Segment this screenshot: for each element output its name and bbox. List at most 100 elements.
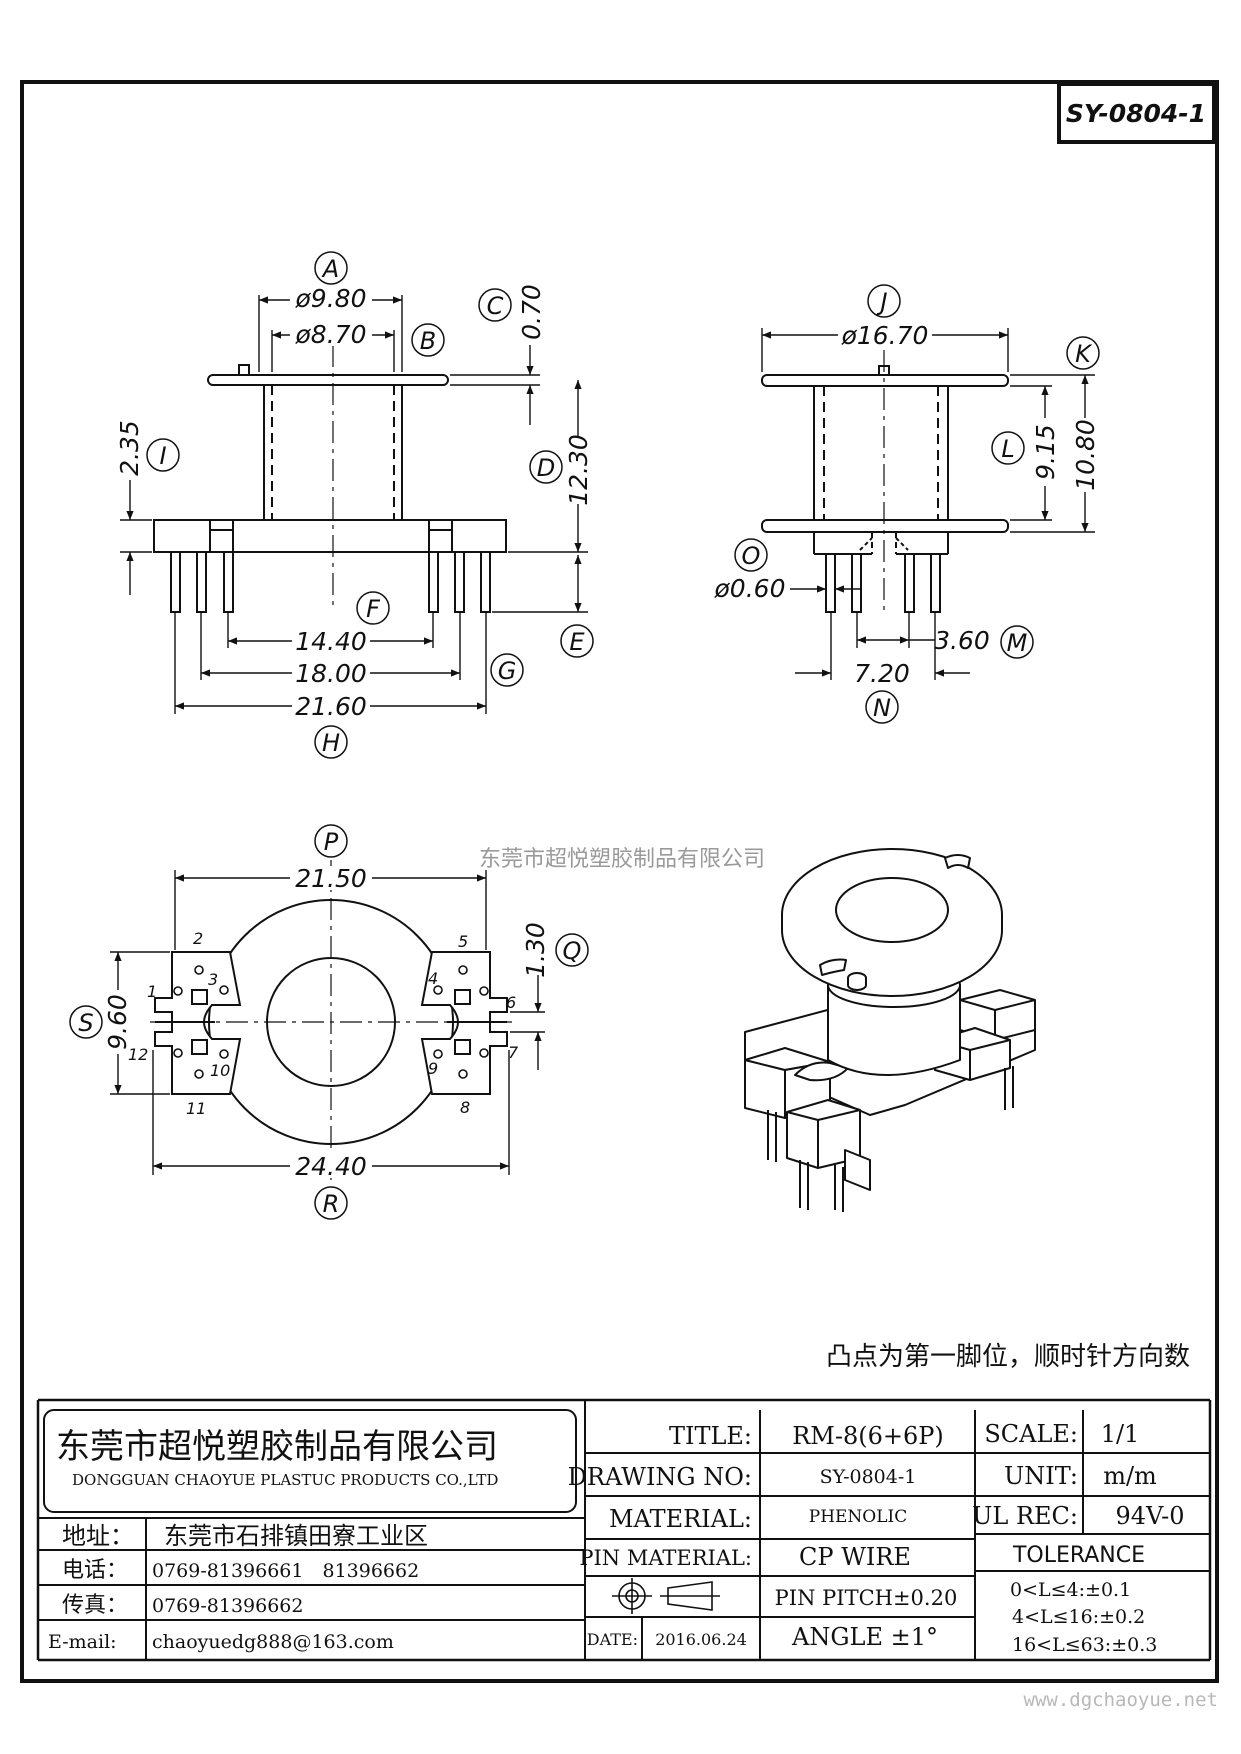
callout-A: A xyxy=(321,255,339,283)
dim-8-70: ø8.70 xyxy=(295,320,367,349)
pin-6: 6 xyxy=(506,993,516,1012)
pin-2: 2 xyxy=(193,929,203,948)
dim-14-40: 14.40 xyxy=(295,627,367,656)
company-name-cn: 东莞市超悦塑胶制品有限公司 xyxy=(56,1427,498,1467)
callout-C: C xyxy=(487,292,504,320)
date-value: 2016.06.24 xyxy=(655,1630,747,1649)
ul-rec-label: UL REC: xyxy=(972,1502,1078,1530)
code-box xyxy=(1057,82,1216,144)
isometric-view xyxy=(744,848,1036,1212)
drawing-no-label: DRAWING NO: xyxy=(568,1463,752,1491)
title-label: TITLE: xyxy=(669,1422,752,1450)
callout-E: E xyxy=(569,628,585,656)
email-label: E-mail: xyxy=(48,1631,117,1653)
callout-R: R xyxy=(323,1190,340,1218)
pin-numbering-note: 凸点为第一脚位，顺时针方向数 xyxy=(826,1342,1190,1372)
fax-label: 传真： xyxy=(62,1593,128,1618)
dim-10-80: 10.80 xyxy=(1071,419,1100,491)
bottom-view-dim-text: 21.50 1.30 9.60 24.40 xyxy=(103,864,550,1181)
pin-holes xyxy=(173,965,489,1079)
dim-24-40: 24.40 xyxy=(295,1152,367,1181)
front-view-dims xyxy=(761,328,1095,680)
watermark: 东莞市超悦塑胶制品有限公司 xyxy=(479,847,765,872)
website-url: www.dgchaoyue.net xyxy=(1024,1689,1218,1711)
angle-tolerance: ANGLE ±1° xyxy=(791,1623,938,1651)
ul-rec-value: 94V-0 xyxy=(1115,1502,1184,1530)
pin-5: 5 xyxy=(458,932,468,951)
dim-21-60: 21.60 xyxy=(295,692,367,721)
callout-B: B xyxy=(420,327,436,355)
dim-2-35: 2.35 xyxy=(115,420,144,476)
dim-3-60: 3.60 xyxy=(934,626,990,655)
callout-G: G xyxy=(498,657,517,685)
callout-K: K xyxy=(1075,340,1093,368)
dim-0-70: 0.70 xyxy=(517,284,546,340)
bottom-view xyxy=(150,860,512,1180)
address-label: 地址： xyxy=(62,1522,134,1550)
dim-9-15: 9.15 xyxy=(1031,424,1060,480)
locator-bump xyxy=(238,364,250,376)
scale-label: SCALE: xyxy=(984,1420,1078,1448)
front-view xyxy=(761,350,1009,613)
pin-11: 11 xyxy=(186,1099,206,1118)
callout-S: S xyxy=(78,1009,93,1037)
bottom-view-callouts xyxy=(69,824,589,1220)
side-view-callout-text: A B C D E F G H I xyxy=(159,255,585,757)
side-view-callouts xyxy=(146,251,594,759)
drawing-border xyxy=(20,80,1219,1683)
pin-8: 8 xyxy=(460,1098,470,1117)
pin-1: 1 xyxy=(147,982,157,1001)
company-name-en: DONGGUAN CHAOYUE PLASTUC PRODUCTS CO.,LT… xyxy=(72,1471,498,1489)
unit-value: m/m xyxy=(1103,1462,1157,1490)
phone-value: 0769-81396661 81396662 xyxy=(152,1560,419,1582)
pin-3: 3 xyxy=(208,970,218,989)
front-top-flange xyxy=(761,374,1009,387)
top-flange xyxy=(207,374,449,386)
front-bottom-flange xyxy=(761,519,1009,533)
material-value: PHENOLIC xyxy=(809,1507,908,1527)
front-view-callout-text: J K L M N O xyxy=(742,288,1094,722)
tolerance-range-1: 0<L≤4:±0.1 xyxy=(1010,1579,1131,1601)
scale-value: 1/1 xyxy=(1101,1420,1140,1448)
dim-9-80: ø9.80 xyxy=(295,284,367,313)
pin-9: 9 xyxy=(428,1059,438,1078)
dim-18-00: 18.00 xyxy=(295,659,367,688)
callout-P: P xyxy=(324,828,339,856)
fax-value: 0769-81396662 xyxy=(152,1595,303,1617)
pin-12: 12 xyxy=(128,1045,148,1064)
callout-O: O xyxy=(742,542,761,570)
tolerance-range-3: 16<L≤63:±0.3 xyxy=(1012,1634,1157,1656)
title-block-frame xyxy=(36,1398,1212,1662)
material-label: MATERIAL: xyxy=(609,1505,752,1533)
dim-16-70: ø16.70 xyxy=(841,321,929,350)
pin-material-label: PIN MATERIAL: xyxy=(579,1546,752,1570)
pin-10: 10 xyxy=(210,1061,230,1080)
callout-M: M xyxy=(1007,629,1028,657)
title-block-text: 东莞市超悦塑胶制品有限公司 DONGGUAN CHAOYUE PLASTUC P… xyxy=(48,1420,1185,1656)
bottom-view-callout-text: P Q R S xyxy=(78,828,581,1218)
callout-H: H xyxy=(322,729,340,757)
pin-pitch: PIN PITCH±0.20 xyxy=(775,1586,958,1610)
title-value: RM-8(6+6P) xyxy=(792,1422,944,1450)
front-view-dim-text: ø16.70 9.15 10.80 ø0.60 3.60 7.20 xyxy=(714,321,1100,688)
dim-1-30: 1.30 xyxy=(521,922,550,978)
front-view-callouts xyxy=(734,284,1100,724)
tolerance-range-2: 4<L≤16:±0.2 xyxy=(1012,1606,1145,1628)
pin-numbers: 1 2 3 4 5 6 7 8 9 10 11 12 xyxy=(128,929,519,1118)
callout-J: J xyxy=(876,288,887,316)
callout-L: L xyxy=(1001,435,1014,463)
callout-Q: Q xyxy=(563,937,582,965)
pin-material-value: CP WIRE xyxy=(799,1543,911,1571)
drawing-code: SY-0804-1 xyxy=(1066,99,1206,128)
tolerance-label: TOLERANCE xyxy=(1012,1543,1145,1568)
projection-symbol xyxy=(612,1578,720,1614)
pin-4: 4 xyxy=(428,969,438,988)
callout-D: D xyxy=(537,454,555,482)
callout-F: F xyxy=(366,595,381,623)
base-block xyxy=(153,519,507,553)
callout-N: N xyxy=(873,694,891,722)
phone-label: 电话： xyxy=(62,1558,128,1583)
unit-label: UNIT: xyxy=(1004,1462,1078,1490)
side-view-dim-text: ø9.80 ø8.70 0.70 12.30 2.35 14.40 18.00 … xyxy=(115,284,593,721)
